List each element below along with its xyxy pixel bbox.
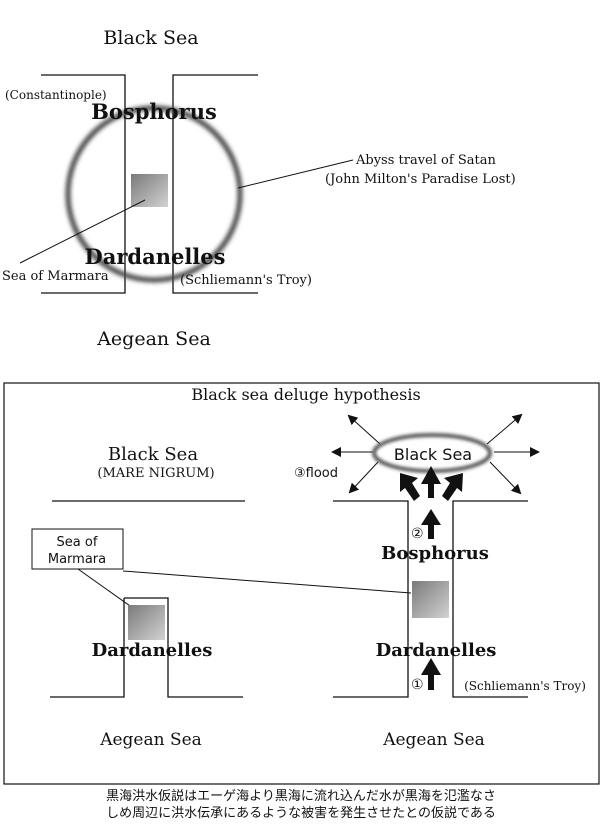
left-marmara-pointer	[77, 568, 134, 609]
left-marmara-box-line1: Sea of	[57, 535, 98, 550]
flood-arrows	[331, 413, 540, 495]
left-mare-nigrum-label: (MARE NIGRUM)	[97, 466, 214, 481]
caption-line-1: 黒海洪水仮説はエーゲ海より黒海に流れ込んだ水が黒海を氾濫なさ	[106, 789, 496, 804]
flood-arrow-down-left	[348, 461, 379, 494]
right-troy-label: (Schliemann's Troy)	[464, 679, 586, 693]
top-constantinople-label: (Constantinople)	[5, 88, 107, 102]
top-diagram: Black Sea (Constantinople) Bosphorus Aby…	[2, 27, 516, 350]
top-sea-of-marmara-square	[131, 174, 168, 207]
dardanelles-step-number: ①	[411, 677, 424, 693]
abyss-pointer-line	[237, 159, 354, 189]
left-marmara-box	[31, 528, 124, 570]
paradise-lost-label: (John Milton's Paradise Lost)	[325, 172, 516, 187]
bosphorus-inflow-arrow	[421, 509, 441, 539]
right-bosphorus-label: Bosphorus	[381, 543, 489, 564]
hypothesis-title: Black sea deluge hypothesis	[191, 385, 420, 404]
top-aegean-sea-label: Aegean Sea	[96, 328, 211, 350]
caption-line-2: しめ周辺に洪水伝承にあるような被害を発生させたとの仮説である	[106, 806, 496, 821]
left-aegean-sea-label: Aegean Sea	[99, 730, 202, 750]
bosphorus-step-number: ②	[411, 526, 424, 542]
flood-step-label: ③flood	[294, 466, 338, 481]
right-subdiagram: Black Sea ③flood ② Bosphorus Dardanelles…	[294, 413, 586, 750]
right-dardanelles-label: Dardanelles	[376, 640, 497, 661]
top-bosphorus-label: Bosphorus	[91, 99, 217, 124]
left-strait-right-wall	[124, 597, 243, 698]
right-black-sea-label: Black Sea	[394, 445, 472, 464]
abyss-travel-label: Abyss travel of Satan	[355, 153, 496, 168]
right-aegean-sea-label: Aegean Sea	[382, 730, 485, 750]
outflow-arrow-center	[421, 466, 441, 498]
left-marmara-box-line2: Marmara	[48, 552, 106, 567]
flood-arrow-up-left	[347, 414, 381, 445]
flood-arrow-down-right	[489, 461, 522, 495]
left-subdiagram: Black Sea (MARE NIGRUM) Sea of Marmara D…	[31, 444, 412, 750]
left-black-sea-label: Black Sea	[108, 444, 198, 465]
marmara-pointer-line	[19, 199, 146, 264]
top-dardanelles-label: Dardanelles	[85, 244, 226, 269]
top-troy-label: (Schliemann's Troy)	[180, 273, 312, 288]
right-marmara-square	[412, 581, 449, 618]
right-strait-left-wall	[333, 500, 409, 698]
outflow-arrow-left	[400, 473, 420, 501]
top-sea-of-marmara-label: Sea of Marmara	[2, 269, 109, 284]
top-left-coastline	[41, 74, 126, 294]
left-dardanelles-label: Dardanelles	[92, 640, 213, 661]
top-right-coastline	[172, 74, 258, 294]
marmara-to-right-pointer	[122, 570, 412, 594]
hypothesis-panel-frame	[3, 382, 600, 785]
left-marmara-square	[128, 605, 165, 640]
left-strait-left-wall	[50, 598, 125, 698]
right-strait-right-wall	[452, 500, 528, 698]
outflow-arrows	[400, 466, 463, 690]
japanese-caption: 黒海洪水仮説はエーゲ海より黒海に流れ込んだ水が黒海を氾濫なさ しめ周辺に洪水伝承…	[0, 788, 602, 822]
magnifier-ring	[65, 105, 243, 283]
flood-arrow-up-right	[486, 413, 523, 445]
outflow-arrow-right	[442, 473, 463, 501]
top-black-sea-label: Black Sea	[103, 27, 198, 49]
hypothesis-panel: Black sea deluge hypothesis Black Sea (M…	[3, 382, 600, 785]
dardanelles-inflow-arrow	[421, 658, 441, 690]
